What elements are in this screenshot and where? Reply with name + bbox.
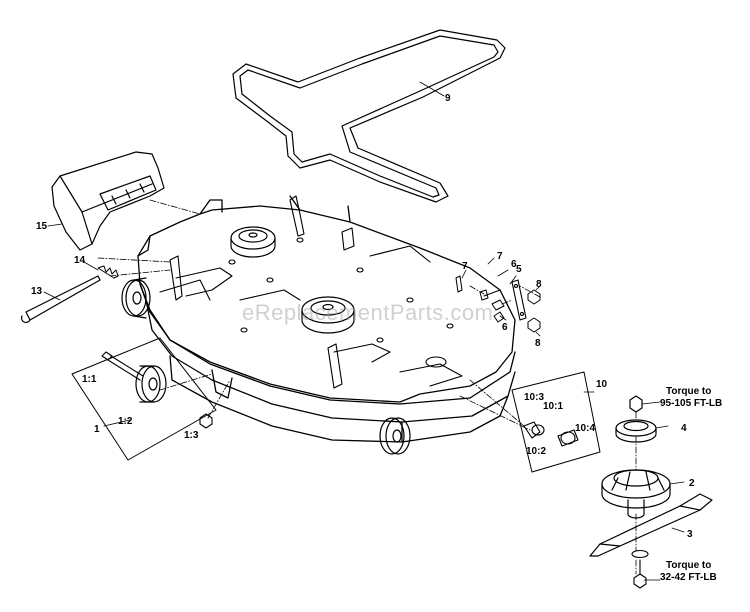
bracket-part-5 [511,279,527,321]
wheel-part-1-2 [135,365,167,403]
spindle-part-2 [601,469,671,519]
callout-3: 3 [687,529,693,540]
idler-parts-10 [523,421,579,447]
callout-8a: 8 [536,279,542,290]
callout-1: 1 [94,424,100,435]
callout-7b: 7 [462,261,468,272]
assembly-box-10 [511,371,601,473]
blade-bolt [631,549,649,589]
torque-top-line1: Torque to [666,386,712,397]
discharge-chute-part-15 [51,151,165,251]
callout-10-4: 10:4 [575,423,596,434]
callout-6b: 6 [502,322,508,333]
bolt-part-1-1 [101,351,144,381]
torque-bottom-line1: Torque to [666,560,712,571]
torque-top-line2: 95-105 FT-LB [660,398,723,409]
deck-spindle-right [301,296,355,334]
callout-10-1: 10:1 [543,401,564,412]
callout-9: 9 [445,93,451,104]
deck-wheel-left [121,277,151,319]
callout-2: 2 [689,478,695,489]
alignment-lines [97,199,637,575]
nut-part-1-3 [199,413,213,429]
callout-13: 13 [31,286,43,297]
blade-part-3 [589,493,713,557]
callout-1-2: 1:2 [118,416,133,427]
callout-6a: 6 [511,259,517,270]
rod-part-13 [20,275,101,324]
callout-1-3: 1:3 [184,430,199,441]
callout-5: 5 [516,264,522,275]
belt-part-9 [232,29,506,203]
watermark-text: eReplacementParts.com [242,300,494,325]
callout-4: 4 [681,423,687,434]
torque-note-bottom: Torque to 32-42 FT-LB [660,560,717,584]
spring-part-14 [97,265,119,279]
callout-10-3: 10:3 [524,392,545,403]
mower-deck [137,195,516,443]
callout-8b: 8 [535,338,541,349]
deck-spindle-left [230,226,276,258]
leader-lines [43,81,685,581]
callout-10-2: 10:2 [526,446,547,457]
callout-14: 14 [74,255,86,266]
callout-10: 10 [596,379,608,390]
callout-15: 15 [36,221,48,232]
hardware-parts-6-7-8 [455,275,541,333]
deck-brackets [159,195,463,389]
torque-note-top: Torque to 95-105 FT-LB [660,386,722,410]
callout-7a: 7 [497,251,503,262]
torque-bottom-line2: 32-42 FT-LB [660,572,717,583]
callout-1-1: 1:1 [82,374,97,385]
deck-wheel-right [379,417,411,455]
assembly-box-1 [71,337,217,461]
